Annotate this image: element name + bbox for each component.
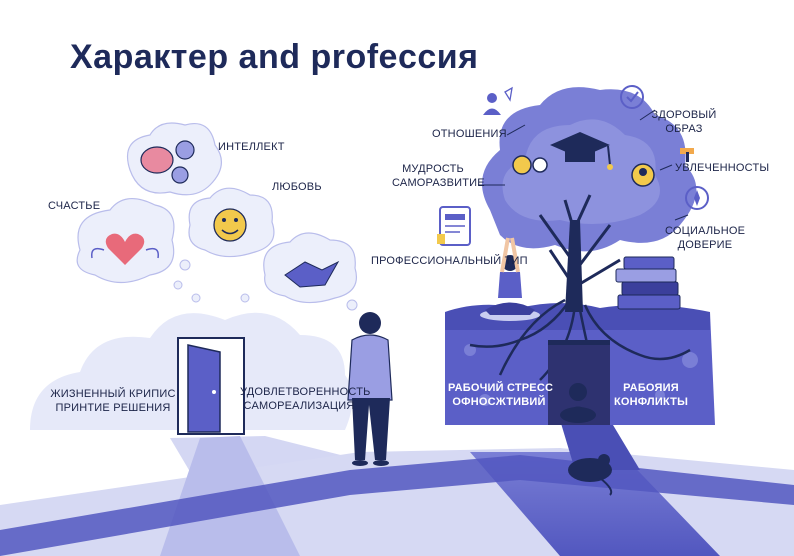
thought-cloud-handshake: [263, 232, 357, 304]
label-healthy: ЗДОРОВЫЙ ОБРАЗ: [650, 109, 718, 137]
label-satisfaction-line1: УДОВЛЕТВОРЕННОСТЬ: [240, 386, 371, 398]
smiley-small-icon: [512, 155, 532, 175]
label-professional-type: ПРОФЕССИОНАЛЬНЫЙ ТИП: [371, 255, 528, 267]
label-healthy-line2: ОБРАЗ: [665, 122, 703, 135]
label-work-stress: РАБОЧИЙ СТРЕСС ОФНОСЖТИВИЙ: [448, 382, 554, 410]
compass-icon: [685, 186, 709, 210]
label-wisdom-line1: МУДРОСТЬ: [402, 163, 464, 175]
thought-bubbles: [173, 259, 358, 311]
yoga-person-icon: [480, 237, 540, 321]
label-relations: ОТНОШЕНИЯ: [432, 128, 507, 140]
graduation-cap-icon: [550, 132, 613, 170]
label-work-conflicts-line2: КОНФЛИКТЫ: [613, 395, 689, 408]
hammer-icon: [680, 148, 694, 162]
crossing-paths: [0, 420, 794, 556]
books-icon: [615, 256, 681, 310]
person-icon: [347, 312, 393, 466]
profile-badge-icon: [631, 163, 655, 187]
document-icon: [437, 206, 471, 246]
checkmark-icon: [620, 85, 644, 109]
page-title: Характер and profeссия: [70, 38, 479, 76]
label-passion: УВЛЕЧЕННОСТЫ: [675, 162, 770, 174]
label-satisfaction-line2: САМОРЕАЛИЗАЦИЯ: [243, 399, 355, 412]
thought-cloud-smiley: [188, 187, 275, 258]
label-happiness: СЧАСТЬЕ: [48, 200, 101, 212]
label-healthy-line1: ЗДОРОВЫЙ: [651, 109, 717, 121]
label-life-crisis: ЖИЗНЕННЫЙ КРИПИС ПРИНТИЕ РЕШЕНИЯ: [48, 388, 178, 416]
label-life-crisis-line1: ЖИЗНЕННЫЙ КРИПИС: [50, 388, 176, 400]
label-social-trust-line2: ДОВЕРИЕ: [677, 238, 733, 251]
thought-cloud-brain: [126, 122, 222, 196]
resting-figure-icon: [568, 454, 613, 496]
label-intellect: ИНТЕЛЛЕКТ: [218, 141, 285, 153]
tree-trunk: [538, 194, 621, 312]
label-work-stress-line1: РАБОЧИЙ СТРЕСС: [448, 382, 554, 394]
lamp-icon: [532, 157, 548, 173]
user-icon: [483, 86, 513, 115]
tunnel: [548, 340, 610, 425]
label-work-conflicts: РАБОЯИЯ КОНФЛИКТЫ: [612, 382, 690, 410]
label-satisfaction: УДОВЛЕТВОРЕННОСТЬ САМОРЕАЛИЗАЦИЯ: [240, 386, 371, 414]
thought-cloud-heart: [76, 198, 175, 284]
label-work-stress-line2: ОФНОСЖТИВИЙ: [452, 395, 546, 408]
leader-lines: [478, 109, 689, 221]
door-icon: [177, 337, 245, 435]
label-life-crisis-line2: ПРИНТИЕ РЕШЕНИЯ: [55, 401, 171, 414]
label-wisdom-line2: САМОРАЗВИТИЕ: [392, 176, 485, 189]
label-wisdom: МУДРОСТЬ САМОРАЗВИТИЕ: [392, 163, 485, 191]
label-work-conflicts-line1: РАБОЯИЯ: [623, 382, 679, 394]
label-love: ЛЮБОВЬ: [272, 181, 322, 193]
label-social-trust: СОЦИАЛЬНОЕ ДОВЕРИЕ: [665, 225, 745, 253]
label-social-trust-line1: СОЦИАЛЬНОЕ: [665, 225, 746, 237]
tree-canopy: [482, 87, 697, 252]
